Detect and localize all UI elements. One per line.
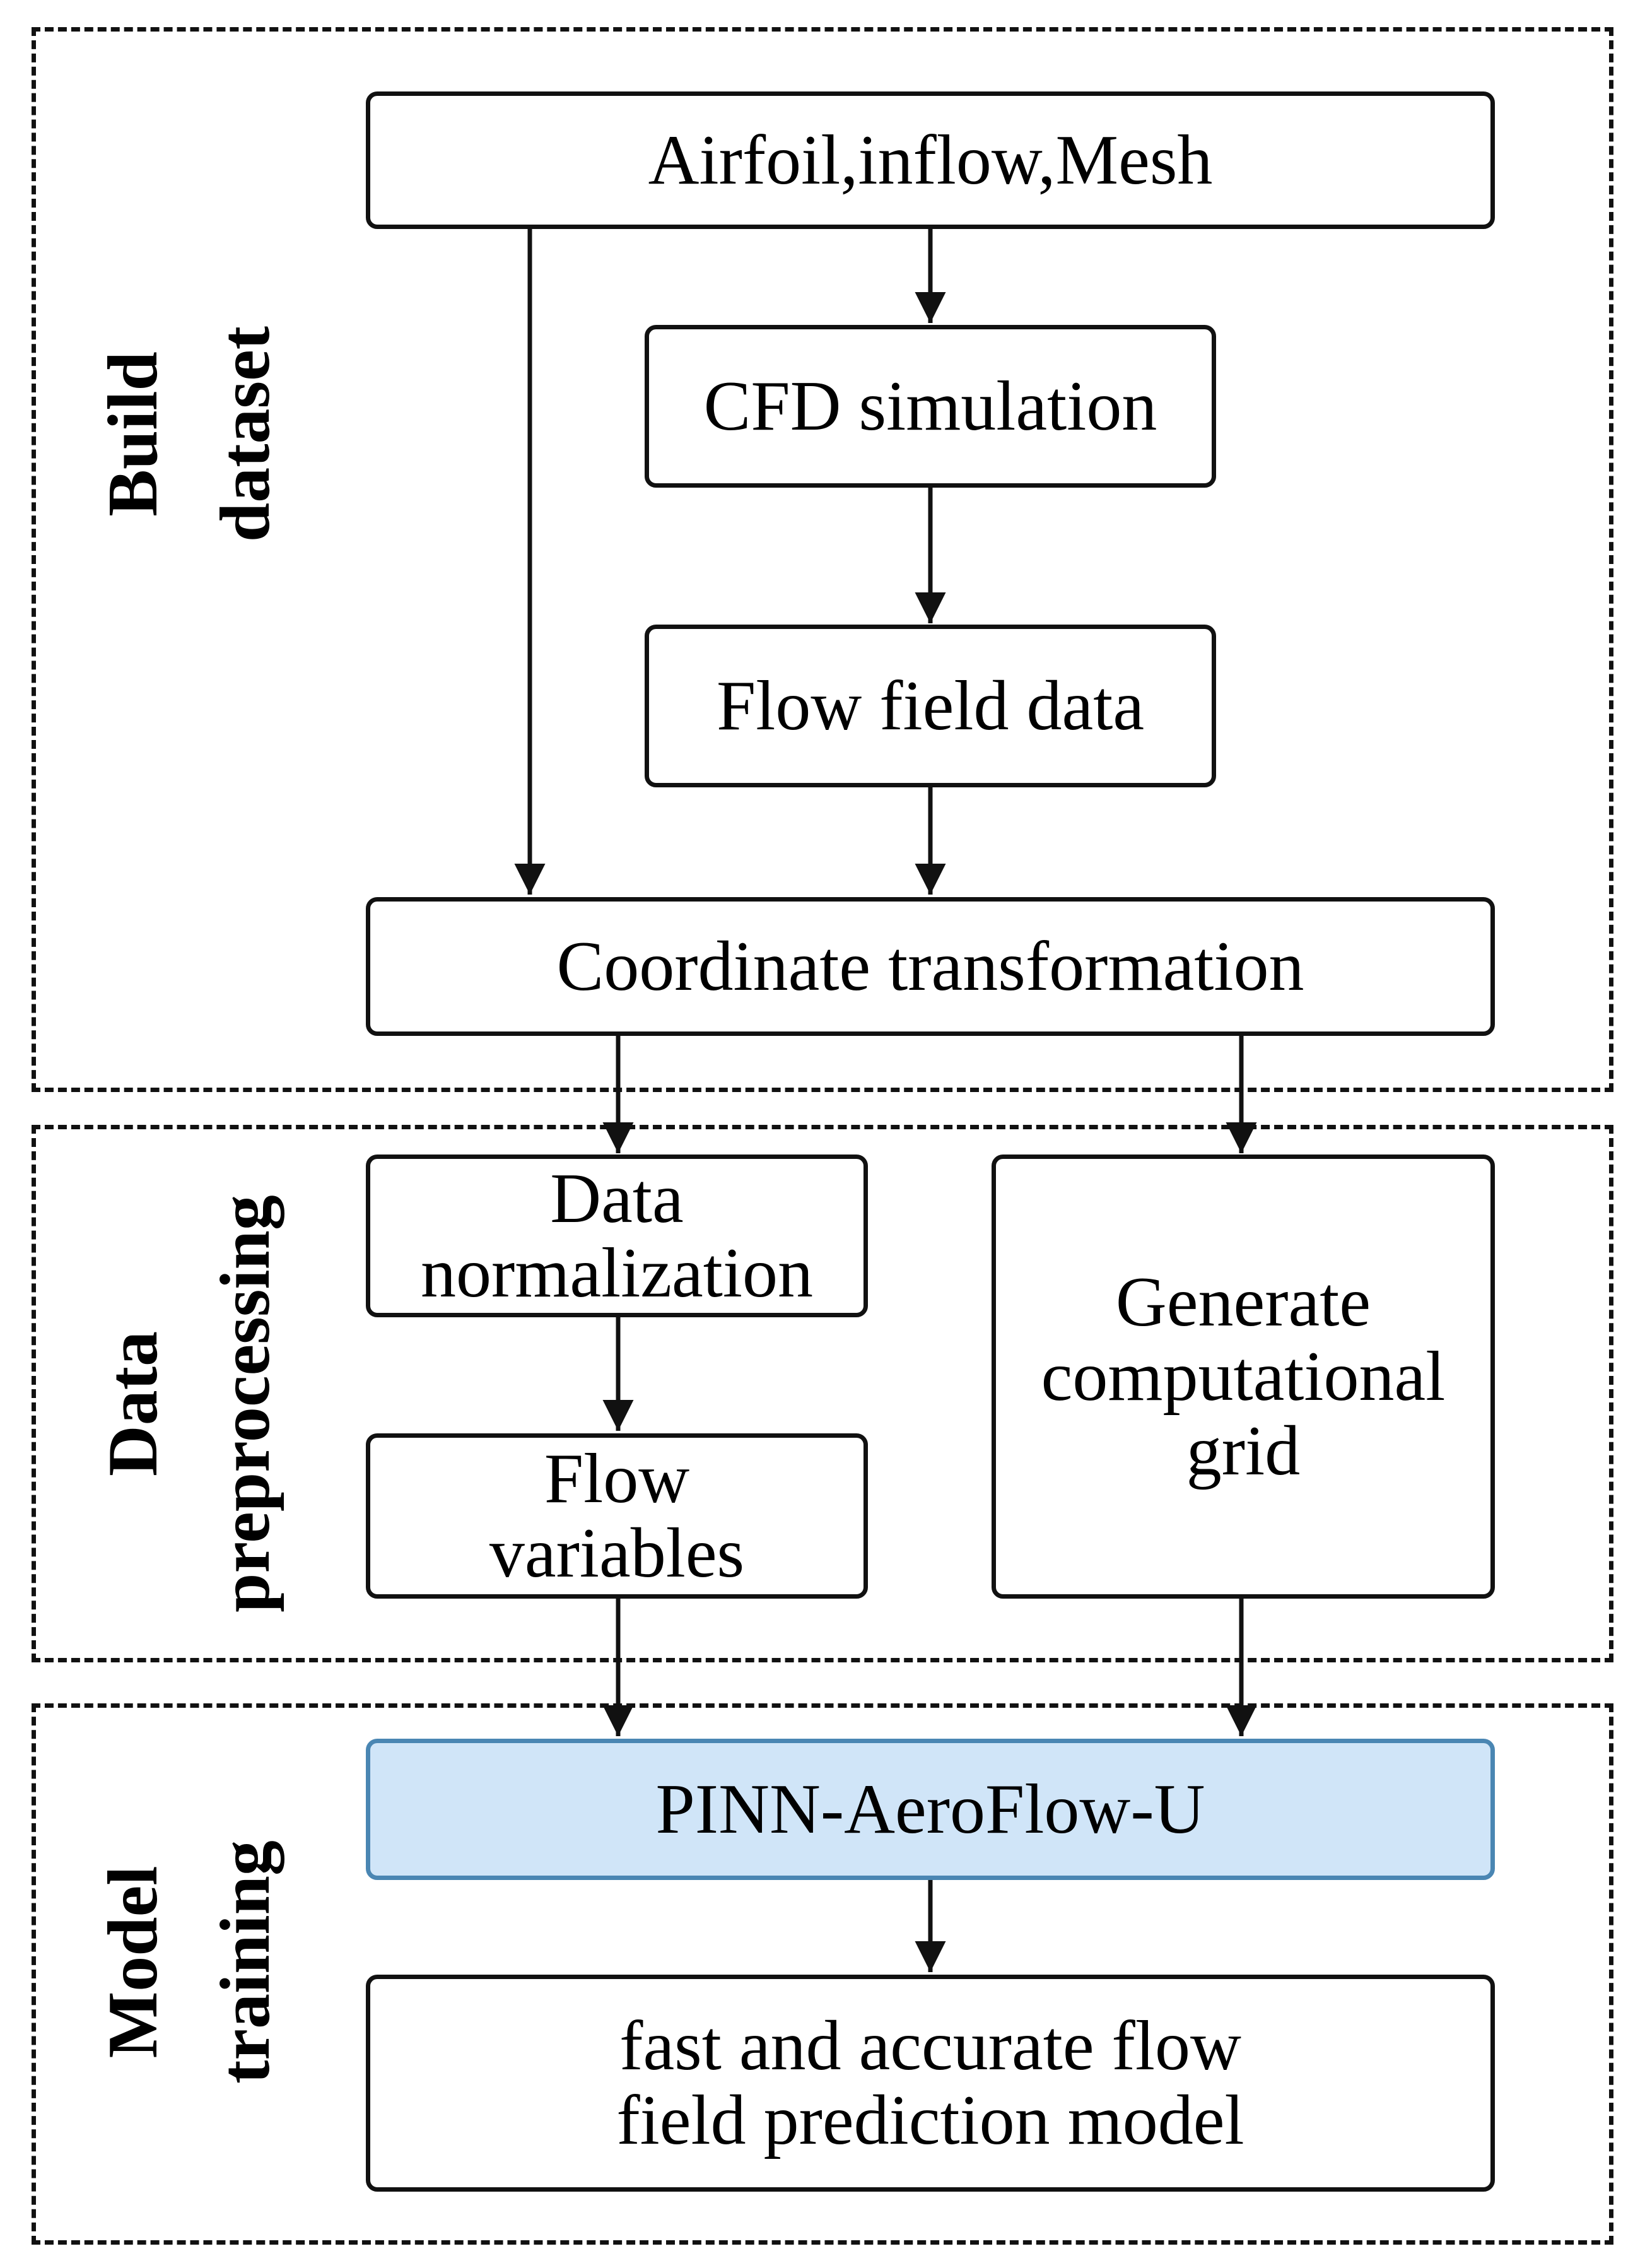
node-generate-grid-line2: computational: [1041, 1337, 1446, 1416]
node-generate-grid-line3: grid: [1186, 1412, 1301, 1490]
node-data-normalization-line1: Data: [550, 1160, 684, 1238]
node-cfd-simulation: CFD simulation: [645, 325, 1216, 488]
node-generate-grid-line1: Generate: [1115, 1263, 1371, 1341]
node-flow-field-data-text: Flow field data: [716, 667, 1145, 745]
node-flow-variables-line2: variables: [489, 1514, 745, 1592]
node-prediction-model-line1: fast and accurate flow: [619, 2007, 1241, 2085]
node-coordinate-transformation-text: Coordinate transformation: [556, 927, 1304, 1006]
node-flow-variables-line1: Flow: [544, 1440, 690, 1518]
node-cfd-simulation-text: CFD simulation: [703, 367, 1157, 445]
node-prediction-model: fast and accurate flow field prediction …: [366, 1975, 1495, 2192]
node-data-normalization-line2: normalization: [420, 1234, 813, 1312]
section-build-dataset: [32, 27, 1613, 1092]
node-coordinate-transformation: Coordinate transformation: [366, 897, 1495, 1036]
node-pinn-aeroflow-u: PINN-AeroFlow-U: [366, 1739, 1495, 1880]
node-prediction-model-line2: field prediction model: [616, 2081, 1244, 2159]
section-model-training: [32, 1703, 1613, 2245]
node-pinn-aeroflow-u-text: PINN-AeroFlow-U: [655, 1770, 1205, 1848]
node-flow-field-data: Flow field data: [645, 625, 1216, 787]
node-airfoil-inflow-mesh-text: Airfoil,inflow,Mesh: [648, 121, 1213, 199]
node-generate-computational-grid: Generate computational grid: [992, 1155, 1495, 1599]
node-airfoil-inflow-mesh: Airfoil,inflow,Mesh: [366, 91, 1495, 229]
node-data-normalization: Data normalization: [366, 1155, 868, 1317]
node-flow-variables: Flow variables: [366, 1433, 868, 1599]
section-data-preprocessing: [32, 1125, 1613, 1662]
